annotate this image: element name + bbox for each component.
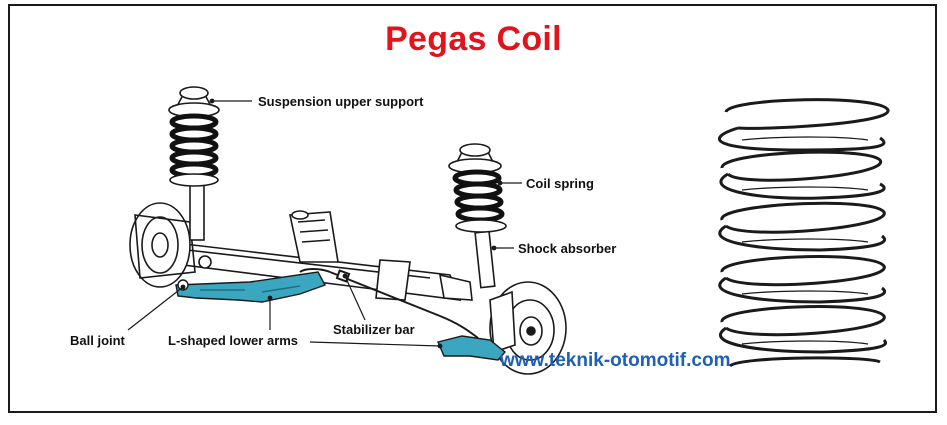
page-title: Pegas Coil (385, 20, 562, 58)
label-coil-spring: Coil spring (526, 176, 594, 191)
right-coil-spring (452, 169, 505, 223)
right-spring-seat (455, 219, 507, 233)
label-shock-absorber: Shock absorber (518, 241, 617, 256)
left-spring-seat (169, 173, 219, 187)
leader-lines (127, 98, 522, 349)
left-hub-assembly (129, 202, 212, 288)
coil-spring-inner-highlight (741, 136, 869, 345)
left-coil-spring (169, 113, 219, 179)
left-lower-arm-detail (200, 285, 301, 293)
right-lower-arm (437, 335, 507, 361)
label-suspension-upper-support: Suspension upper support (258, 94, 424, 109)
label-ball-joint: Ball joint (70, 333, 125, 348)
coil-spring-illustration (717, 98, 890, 368)
left-ball-joint (177, 279, 189, 291)
right-hub-assembly (489, 281, 567, 375)
label-stabilizer-bar: Stabilizer bar (333, 322, 415, 337)
left-lower-arm (175, 271, 327, 303)
left-strut (168, 86, 220, 241)
label-lower-arms: L-shaped lower arms (168, 333, 299, 348)
right-strut (448, 143, 502, 289)
watermark-url: www.teknik-otomotif.com (500, 350, 731, 371)
